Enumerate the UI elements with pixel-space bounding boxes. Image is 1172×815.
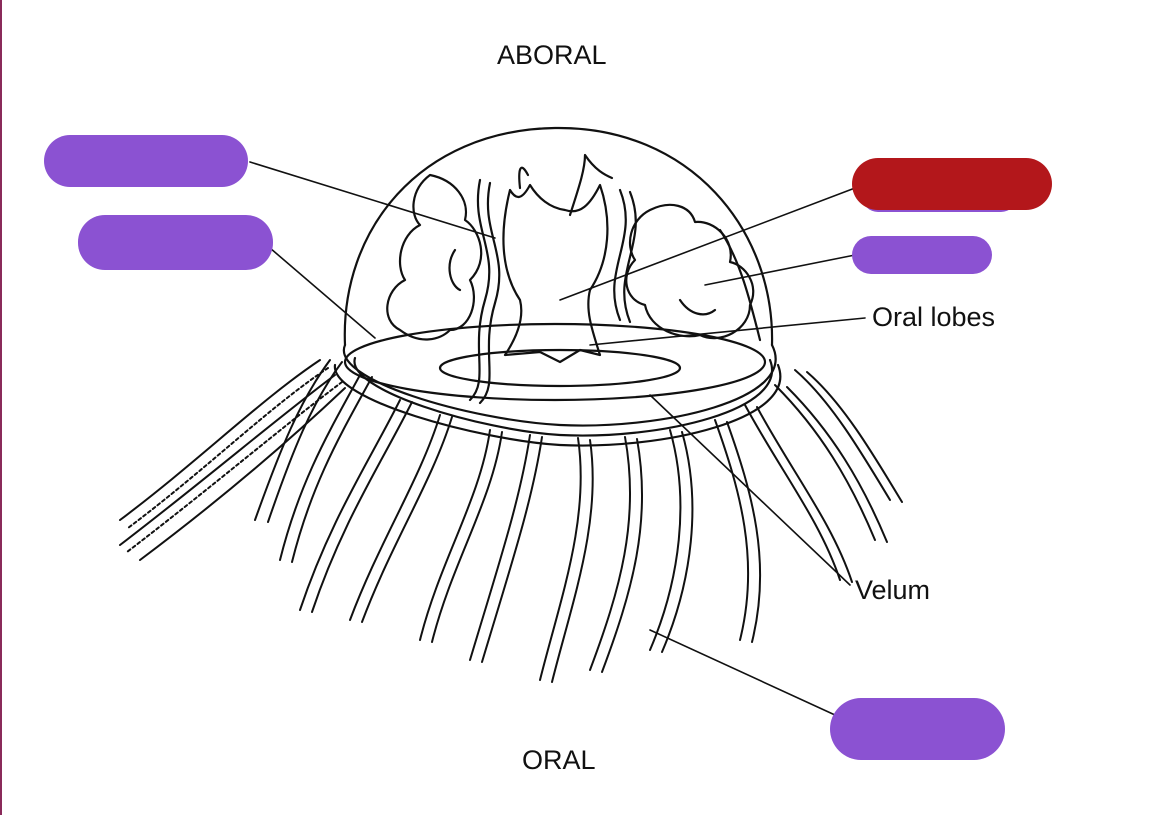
leader-gonad (704, 254, 856, 286)
mask-gonad (852, 236, 992, 274)
subumbrella (343, 322, 767, 402)
mask-top-left (44, 135, 248, 187)
radial-canals (468, 178, 762, 405)
leader-velum (649, 394, 851, 586)
manubrium (502, 183, 609, 364)
velum-label: Velum (855, 575, 931, 605)
spiny-tentacles (119, 359, 346, 561)
leader-lines (249, 161, 866, 716)
mask-mid-left (78, 215, 273, 270)
tentacles (254, 359, 903, 683)
leader-top-left (249, 161, 496, 239)
bell-outline (343, 126, 774, 347)
leader-oral-lobes (589, 317, 866, 346)
subumbrella-inner (438, 348, 682, 388)
aboral-label: ABORAL (497, 40, 607, 70)
frame-left-border (0, 0, 2, 815)
label-masks (44, 135, 1052, 760)
mask-bottom-right (830, 698, 1005, 760)
bell-margin (333, 343, 782, 447)
gonads (386, 173, 755, 341)
mask-top-right-red (852, 158, 1052, 210)
leader-mid-left (269, 247, 376, 339)
leader-bottom-right (649, 629, 836, 716)
leader-top-right (559, 187, 856, 301)
oral-lobes-label: Oral lobes (872, 302, 996, 332)
oral-label: ORAL (522, 745, 596, 775)
